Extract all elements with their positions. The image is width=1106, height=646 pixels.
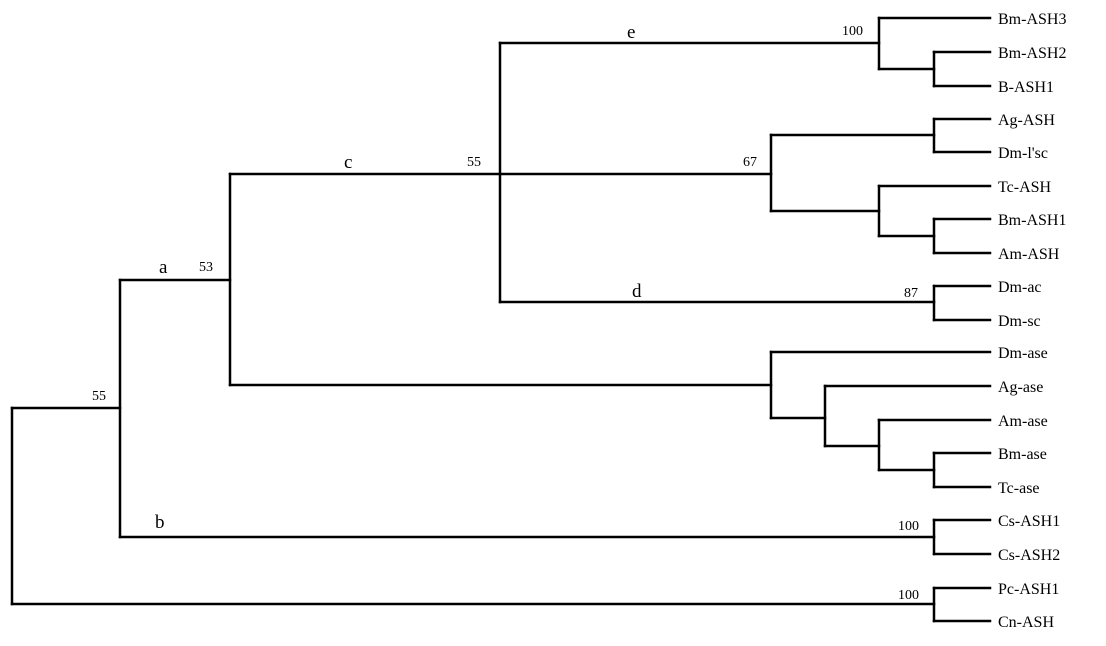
leaf-label-tc-ase: Tc-ase xyxy=(998,480,1040,497)
support-value-node-a: 53 xyxy=(199,260,213,275)
leaf-label-cn-ash: Cn-ASH xyxy=(998,614,1054,631)
branch-letter-labels: e c a d b xyxy=(155,22,642,533)
leaf-label-dm-ase: Dm-ase xyxy=(998,345,1048,362)
support-values: 100 55 67 53 87 55 100 100 xyxy=(92,24,919,603)
support-value-clade-e: 100 xyxy=(842,24,863,39)
leaf-label-bm-ash1: Bm-ASH1 xyxy=(998,212,1066,229)
leaf-label-tc-ash: Tc-ASH xyxy=(998,179,1052,196)
support-value-outgroup: 100 xyxy=(898,588,919,603)
leaf-label-bm-ash2: Bm-ASH2 xyxy=(998,45,1066,62)
branch-label-d: d xyxy=(632,281,642,302)
support-value-node-c: 55 xyxy=(467,155,481,170)
leaf-label-b-ash1: B-ASH1 xyxy=(998,79,1054,96)
support-value-clade-67: 67 xyxy=(743,155,757,170)
leaf-label-ag-ash: Ag-ASH xyxy=(998,112,1055,129)
leaf-label-ag-ase: Ag-ase xyxy=(998,379,1043,396)
branch-label-b: b xyxy=(155,512,165,533)
leaf-label-cs-ash1: Cs-ASH1 xyxy=(998,513,1060,530)
support-value-clade-b: 100 xyxy=(898,519,919,534)
leaf-labels: Bm-ASH3 Bm-ASH2 B-ASH1 Ag-ASH Dm-l'sc Tc… xyxy=(998,11,1066,631)
leaf-label-am-ash: Am-ASH xyxy=(998,246,1060,263)
leaf-label-bm-ash3: Bm-ASH3 xyxy=(998,11,1066,28)
leaf-label-am-ase: Am-ase xyxy=(998,413,1048,430)
leaf-label-cs-ash2: Cs-ASH2 xyxy=(998,547,1060,564)
leaf-label-dm-ac: Dm-ac xyxy=(998,279,1042,296)
branch-label-e: e xyxy=(627,22,635,43)
leaf-label-dm-lsc: Dm-l'sc xyxy=(998,145,1048,162)
leaf-label-dm-sc: Dm-sc xyxy=(998,313,1041,330)
tree-branches xyxy=(10,16,992,623)
branch-label-a: a xyxy=(159,257,168,278)
branch-label-c: c xyxy=(344,152,352,173)
support-value-clade-d: 87 xyxy=(904,286,918,301)
support-value-root: 55 xyxy=(92,389,106,404)
leaf-label-bm-ase: Bm-ase xyxy=(998,446,1047,463)
leaf-label-pc-ash1: Pc-ASH1 xyxy=(998,581,1059,598)
